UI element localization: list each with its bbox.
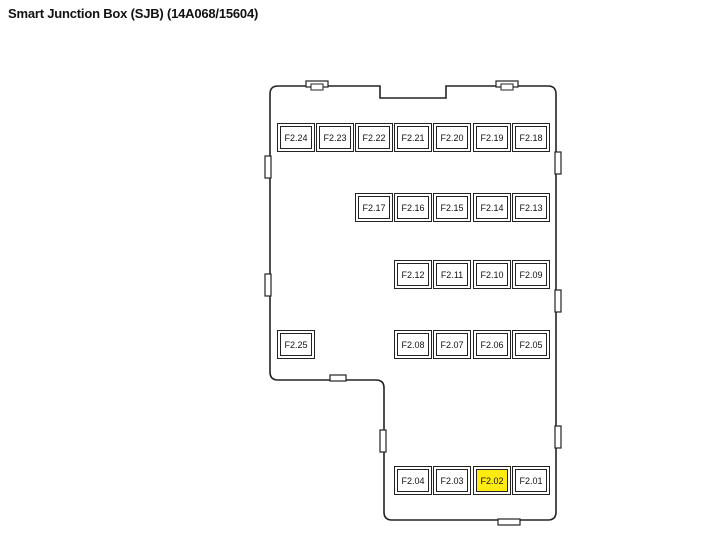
fuse-f2-25: F2.25 — [277, 330, 315, 359]
fuse-f2-06: F2.06 — [473, 330, 511, 359]
fuse-f2-07: F2.07 — [433, 330, 471, 359]
diagram-title: Smart Junction Box (SJB) (14A068/15604) — [8, 6, 259, 21]
fuse-f2-02: F2.02 — [473, 466, 511, 495]
fuse-f2-05: F2.05 — [512, 330, 550, 359]
fuse-f2-09: F2.09 — [512, 260, 550, 289]
fuse-f2-11: F2.11 — [433, 260, 471, 289]
fuse-f2-19: F2.19 — [473, 123, 511, 152]
fuse-f2-15: F2.15 — [433, 193, 471, 222]
fuse-f2-10: F2.10 — [473, 260, 511, 289]
fuse-f2-24: F2.24 — [277, 123, 315, 152]
fuse-f2-13: F2.13 — [512, 193, 550, 222]
fuse-f2-18: F2.18 — [512, 123, 550, 152]
fuse-f2-23: F2.23 — [316, 123, 354, 152]
fuse-f2-03: F2.03 — [433, 466, 471, 495]
fuse-f2-17: F2.17 — [355, 193, 393, 222]
fuse-f2-01: F2.01 — [512, 466, 550, 495]
fuse-f2-12: F2.12 — [394, 260, 432, 289]
fuse-f2-16: F2.16 — [394, 193, 432, 222]
fuse-f2-21: F2.21 — [394, 123, 432, 152]
fuse-f2-22: F2.22 — [355, 123, 393, 152]
fuse-f2-08: F2.08 — [394, 330, 432, 359]
fuse-f2-14: F2.14 — [473, 193, 511, 222]
fuse-f2-04: F2.04 — [394, 466, 432, 495]
fuse-f2-20: F2.20 — [433, 123, 471, 152]
